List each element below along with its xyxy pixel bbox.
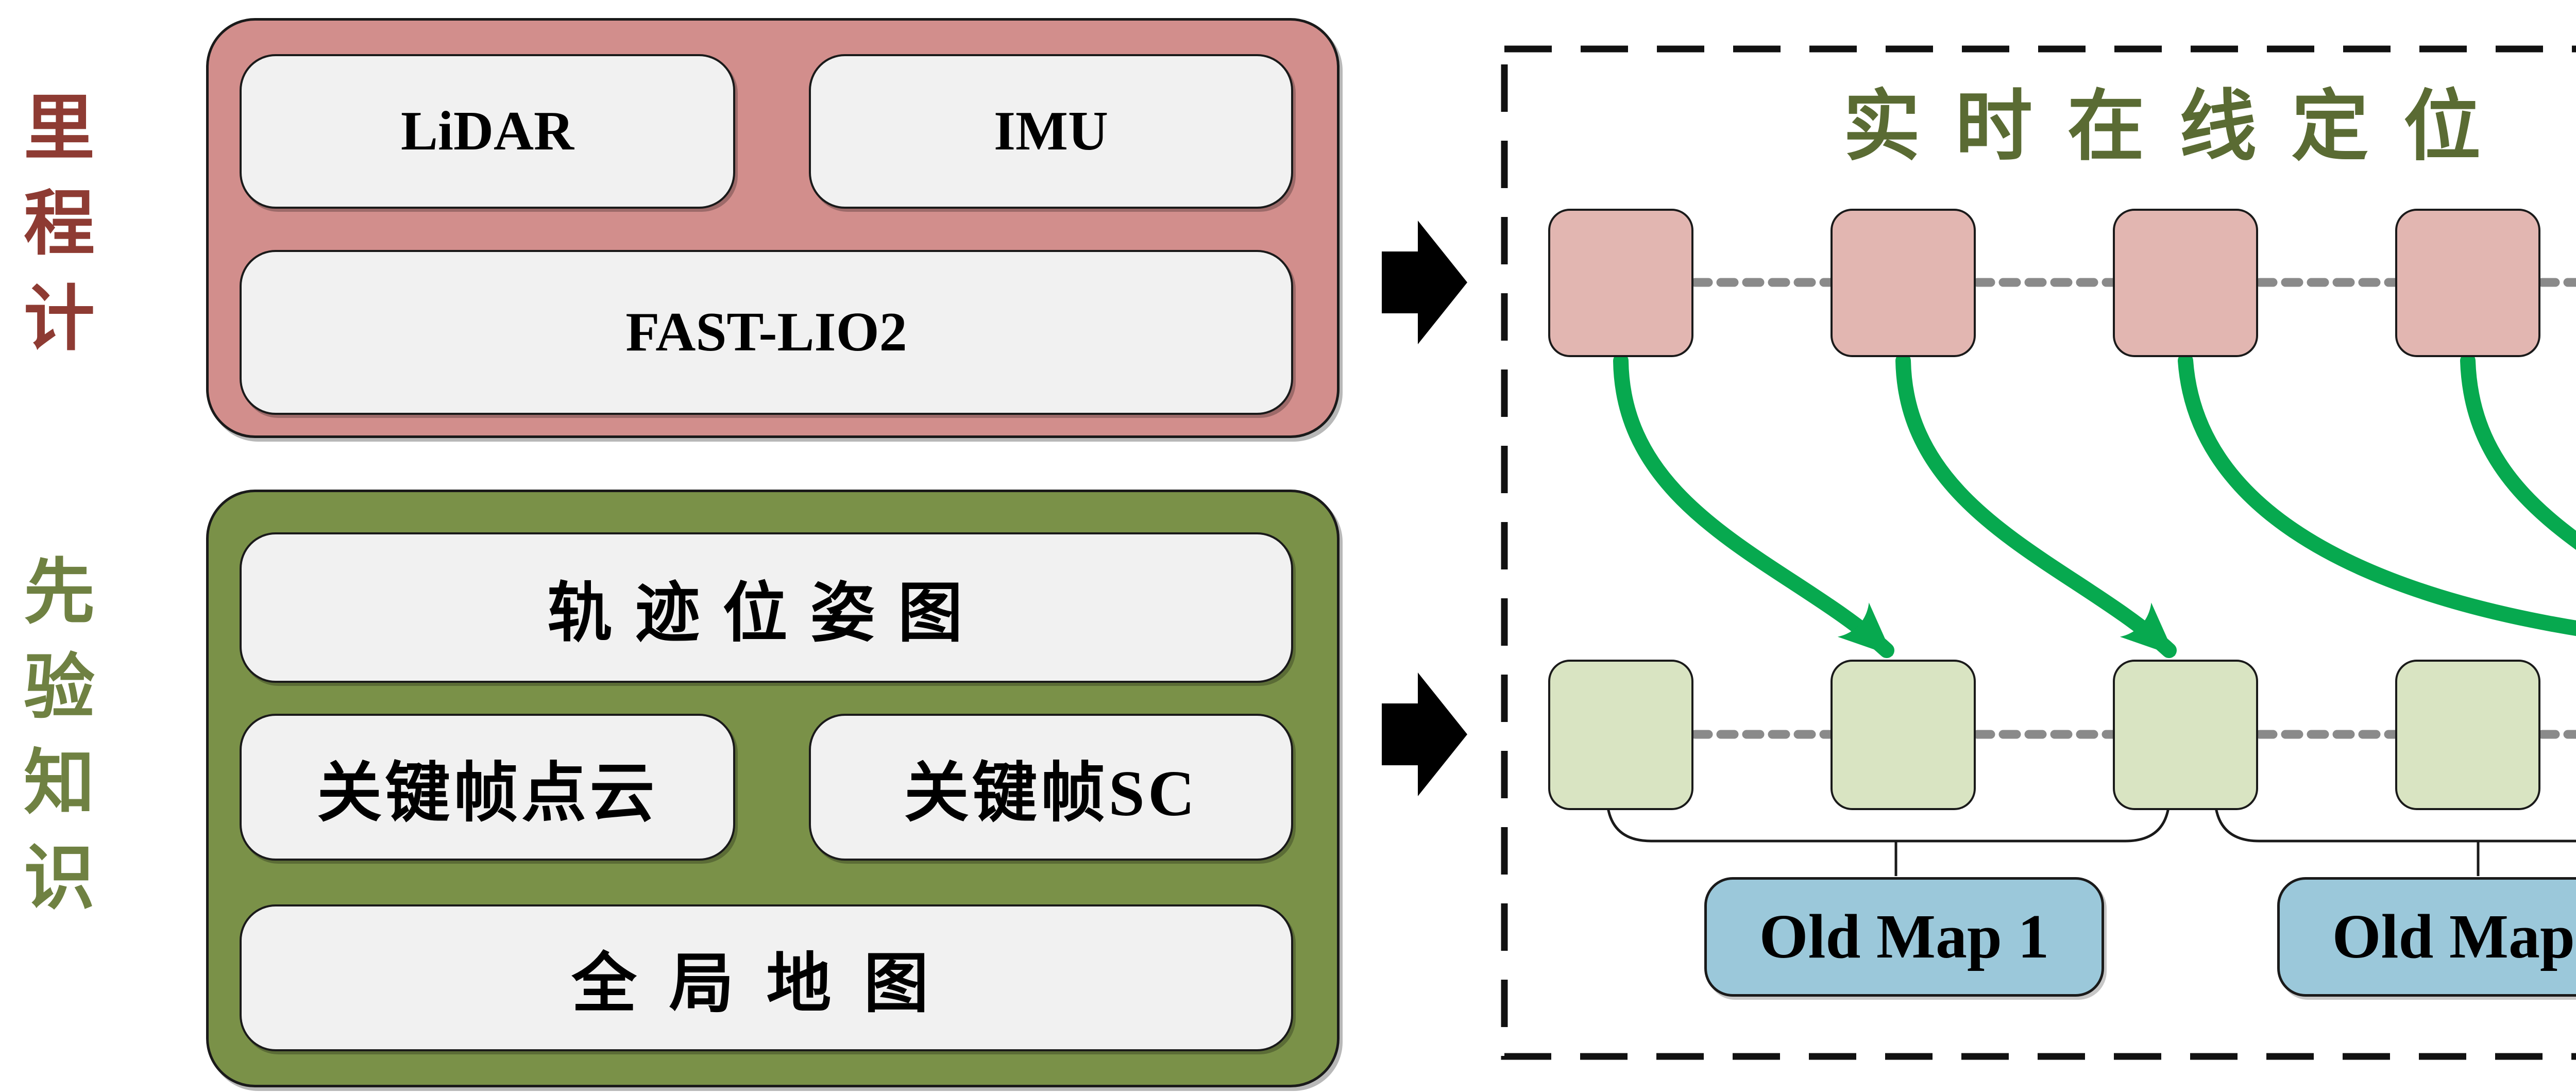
pose-node-pink bbox=[1548, 209, 1693, 357]
input-arrow-bottom-icon bbox=[1382, 673, 1467, 796]
lidar-box: LiDAR bbox=[240, 54, 735, 209]
keyframe-pointcloud-box: 关键帧点云 bbox=[240, 714, 735, 861]
global-map-label: 全局地图 bbox=[571, 948, 961, 1020]
fast-lio2-label: FAST-LIO2 bbox=[625, 301, 907, 363]
keyframe-pointcloud-label: 关键帧点云 bbox=[317, 758, 658, 830]
trajectory-pose-graph-box: 轨迹位姿图 bbox=[240, 532, 1293, 683]
old-map-1-box: Old Map 1 bbox=[1704, 877, 2104, 997]
fast-lio2-box: FAST-LIO2 bbox=[240, 250, 1293, 415]
localization-dashed-border bbox=[1501, 45, 2576, 1060]
imu-box: IMU bbox=[809, 54, 1293, 209]
pose-node-pink bbox=[1831, 209, 1976, 357]
relocalization-match-arrows bbox=[1613, 353, 2576, 658]
prior-knowledge-side-label: 先验知识 bbox=[13, 554, 92, 935]
prior-knowledge-panel: 轨迹位姿图 关键帧点云 关键帧SC 全局地图 bbox=[206, 490, 1340, 1087]
odometry-side-label: 里程计 bbox=[13, 90, 92, 376]
keyframe-node-green bbox=[1548, 660, 1693, 810]
odometry-panel: LiDAR IMU FAST-LIO2 bbox=[206, 18, 1340, 438]
map-grouping-braces bbox=[1606, 803, 2576, 876]
old-map-1-label: Old Map 1 bbox=[1759, 902, 2049, 971]
localization-section-title: 实时在线定位 bbox=[1843, 85, 2516, 170]
imu-label: IMU bbox=[994, 100, 1108, 162]
global-map-box: 全局地图 bbox=[240, 904, 1293, 1051]
trajectory-pose-graph-label: 轨迹位姿图 bbox=[547, 578, 986, 650]
keyframe-sc-label: 关键帧SC bbox=[904, 758, 1198, 830]
old-map-2-box: Old Map 2 bbox=[2277, 877, 2576, 997]
keyframe-node-green bbox=[1831, 660, 1976, 810]
pose-chain-dotted-links bbox=[1690, 278, 2576, 739]
old-map-2-label: Old Map 2 bbox=[2332, 902, 2576, 971]
pose-node-pink bbox=[2113, 209, 2258, 357]
keyframe-sc-box: 关键帧SC bbox=[809, 714, 1293, 861]
pose-node-pink bbox=[2395, 209, 2540, 357]
input-arrow-top-icon bbox=[1382, 221, 1467, 344]
lidar-label: LiDAR bbox=[400, 100, 574, 162]
keyframe-node-green bbox=[2113, 660, 2258, 810]
keyframe-node-green bbox=[2395, 660, 2540, 810]
